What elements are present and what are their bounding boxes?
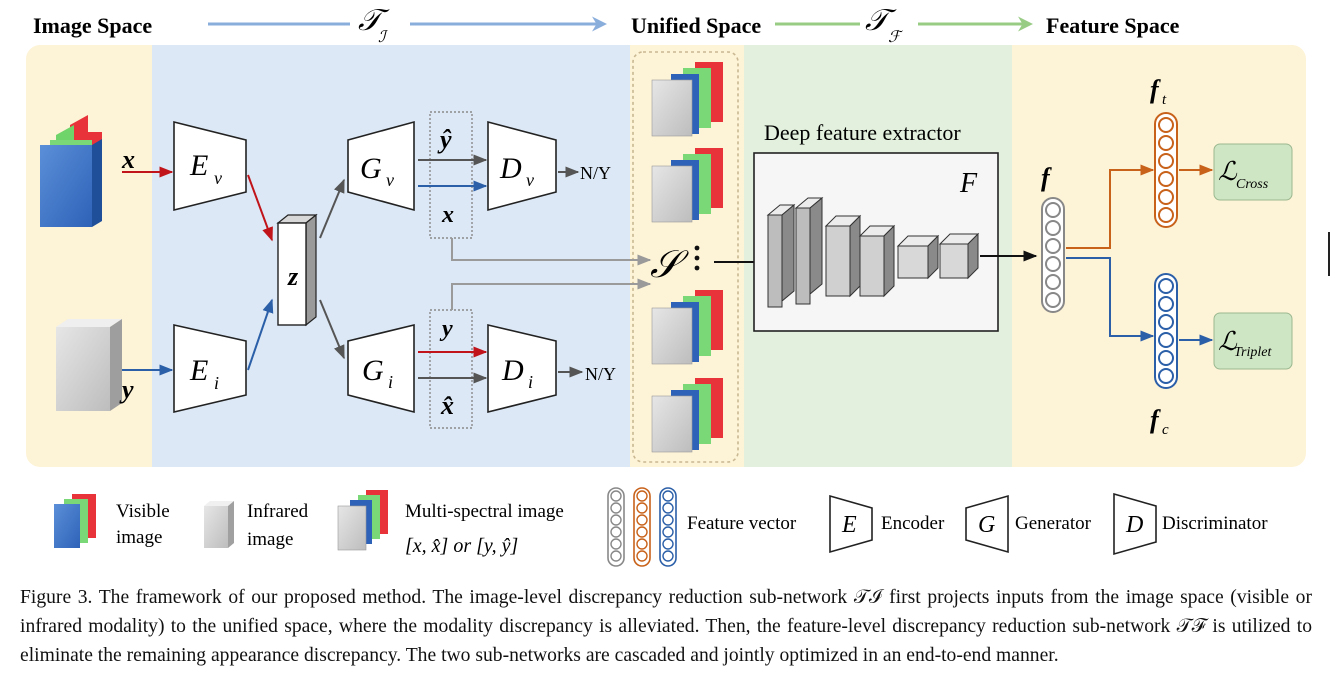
ti-subscript: ℐ — [378, 29, 388, 46]
svg-text:v: v — [386, 170, 394, 190]
svg-text:E: E — [189, 354, 208, 387]
legend-encoder-shape — [829, 494, 873, 554]
image-translation-arrows — [122, 154, 652, 384]
y-box-label: y — [439, 316, 453, 342]
legend-feature-vector: Feature vector — [687, 513, 797, 534]
legend-discriminator-shape — [1113, 492, 1157, 556]
encoder-v: E v — [173, 120, 247, 212]
legend-multispectral-pair: [x, x̂] or [y, ŷ] — [405, 535, 518, 557]
svg-text:Cross: Cross — [1236, 177, 1269, 192]
fc-subscript: c — [1162, 422, 1169, 438]
generator-v: G v — [347, 120, 415, 212]
svg-text:ℒ: ℒ — [1218, 327, 1238, 356]
y-hat-label: ŷ — [437, 125, 452, 154]
legend-encoder-symbol: E — [841, 512, 857, 538]
unified-space-dotted-box — [632, 51, 739, 463]
figure-caption: Figure 3. The framework of our proposed … — [20, 587, 1312, 666]
svg-text:G: G — [362, 354, 384, 387]
feature-space-title: Feature Space — [1046, 13, 1180, 38]
legend: Visible image Infrared image Multi-spect… — [54, 487, 1268, 567]
svg-text:i: i — [388, 372, 393, 392]
svg-text:v: v — [214, 168, 222, 188]
x-input-label: x — [121, 145, 135, 174]
s-dots — [694, 245, 700, 271]
discriminator-v: D v — [487, 120, 557, 212]
ny-bottom-label: N/Y — [585, 364, 616, 384]
loss-cross-box: ℒ Cross — [1213, 143, 1293, 201]
feature-arrows — [1066, 164, 1214, 346]
svg-text:D: D — [499, 152, 522, 185]
unified-stack-4 — [651, 378, 723, 453]
f-label: f — [1041, 163, 1052, 192]
legend-visible-line2: image — [116, 527, 162, 548]
image-space-title: Image Space — [33, 13, 152, 38]
svg-text:E: E — [189, 149, 208, 182]
ny-top-label: N/Y — [580, 163, 611, 183]
legend-visible-icon — [54, 494, 96, 548]
y-input-label: y — [119, 375, 134, 404]
visible-image-input — [40, 115, 102, 227]
legend-generator: Generator — [1015, 513, 1092, 534]
svg-text:ℒ: ℒ — [1218, 157, 1238, 186]
svg-text:i: i — [214, 373, 219, 393]
fc-label: f — [1150, 405, 1161, 434]
fc-vector — [1154, 273, 1178, 389]
infrared-image-input — [56, 319, 122, 411]
x-box-label: x — [441, 202, 454, 228]
svg-text:G: G — [360, 152, 382, 185]
discriminator-i: D i — [487, 323, 557, 414]
legend-encoder: Encoder — [881, 513, 945, 534]
unified-space-title: Unified Space — [631, 13, 761, 38]
unified-stack-3 — [651, 290, 723, 365]
legend-visible-line1: Visible — [116, 501, 170, 522]
legend-infrared-icon — [204, 501, 234, 548]
encoder-i: E i — [173, 324, 247, 414]
ft-vector — [1154, 112, 1178, 228]
svg-text:D: D — [501, 354, 524, 387]
ft-label: f — [1150, 75, 1161, 104]
extractor-title: Deep feature extractor — [764, 120, 961, 145]
extractor-f-label: F — [959, 168, 978, 199]
loss-triplet-box: ℒ Triplet — [1213, 312, 1293, 370]
legend-multispectral: Multi-spectral image — [405, 501, 564, 522]
legend-multispectral-icon — [337, 490, 388, 551]
tf-subscript: ℱ — [888, 29, 904, 46]
legend-generator-shape — [965, 494, 1009, 554]
legend-infrared-line1: Infrared — [247, 501, 309, 522]
svg-text:v: v — [526, 170, 534, 190]
svg-text:i: i — [528, 372, 533, 392]
legend-discriminator: Discriminator — [1162, 513, 1268, 534]
svg-text:z: z — [287, 262, 299, 291]
legend-discriminator-symbol: D — [1125, 512, 1143, 538]
generator-i: G i — [347, 323, 415, 414]
x-hat-label: x̂ — [440, 391, 454, 420]
legend-generator-symbol: G — [978, 512, 995, 538]
svg-text:Triplet: Triplet — [1234, 345, 1272, 360]
section-headers: Image Space Unified Space Feature Space … — [33, 4, 1180, 46]
unified-stack-2 — [651, 148, 723, 223]
ft-subscript: t — [1162, 92, 1167, 108]
f-vector — [1041, 197, 1065, 313]
unified-stack-1 — [651, 62, 723, 137]
latent-z: z — [276, 213, 318, 327]
legend-feature-vectors — [607, 487, 677, 567]
legend-infrared-line2: image — [247, 529, 293, 550]
cnn-layers — [766, 196, 980, 308]
